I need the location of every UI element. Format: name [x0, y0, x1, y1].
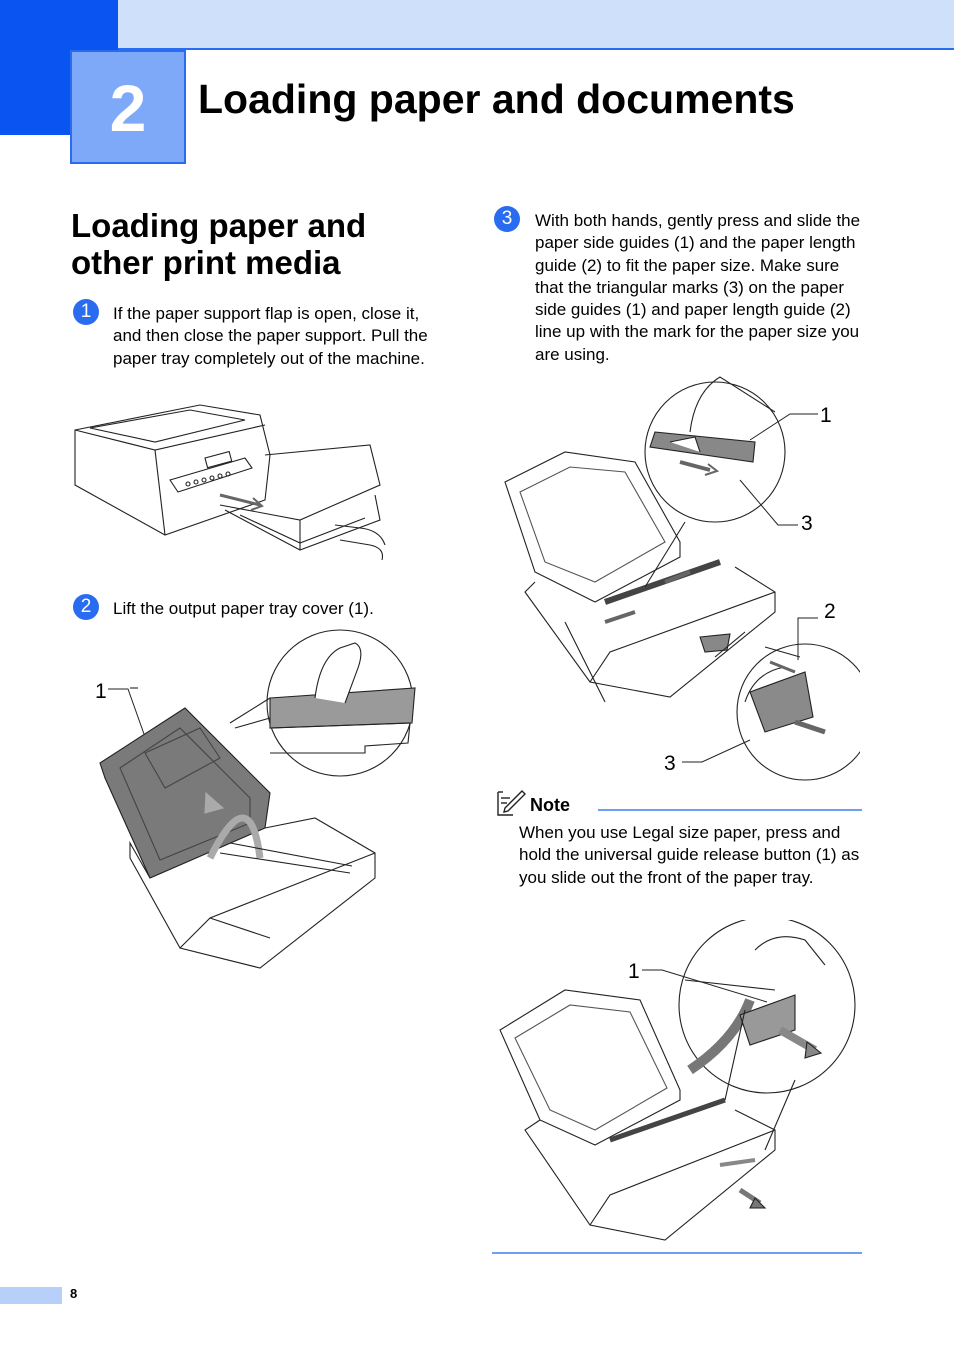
figure-output-cover-lift: [90, 628, 420, 973]
figure-guide-release: [495, 920, 860, 1250]
step-1-text: If the paper support flap is open, close…: [113, 304, 428, 368]
header-rule: [118, 48, 954, 50]
note-fig-callout-1: 1: [628, 960, 640, 983]
step-3-text: With both hands, gently press and slide …: [535, 211, 861, 364]
page-number: 8: [70, 1286, 78, 1301]
fig3-callout-3-bottom: 3: [664, 752, 676, 775]
header-band: [0, 0, 954, 49]
figure-paper-guides: [495, 372, 860, 784]
fig2-callout-1: 1: [95, 680, 107, 703]
chapter-title: Loading paper and documents: [198, 76, 795, 122]
fig3-callout-1: 1: [820, 404, 832, 427]
step-3-number: 3: [494, 206, 520, 232]
fig3-callout-3-top: 3: [801, 512, 813, 535]
page-tab: [0, 1287, 62, 1304]
note-icon: [495, 788, 527, 823]
step-2-text: Lift the output paper tray cover (1).: [113, 599, 374, 618]
note-title: Note: [530, 795, 570, 815]
chapter-number-box: 2: [70, 50, 186, 164]
note-rule: [598, 809, 862, 811]
section-title: Loading paper and other print media: [71, 207, 367, 281]
fig3-callout-2: 2: [824, 600, 836, 623]
step-1-number: 1: [73, 299, 99, 325]
bottom-rule: [492, 1252, 862, 1254]
figure-machine-tray-out: [70, 400, 390, 580]
note-text: When you use Legal size paper, press and…: [519, 823, 860, 887]
step-2-number: 2: [73, 594, 99, 620]
